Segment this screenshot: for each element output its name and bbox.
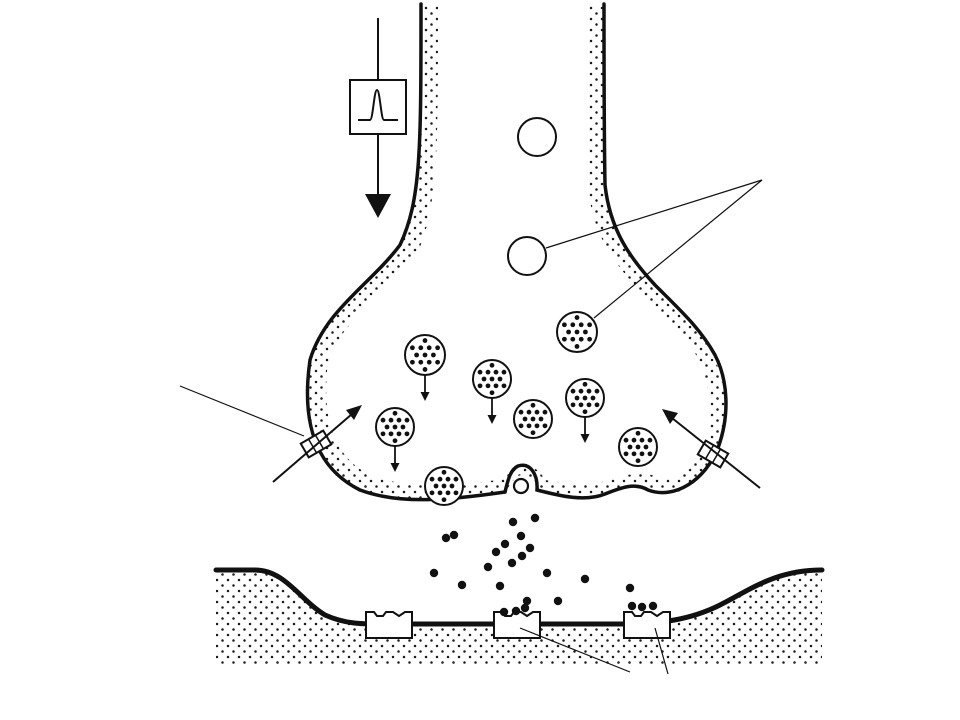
- neurotransmitter-dot-icon: [542, 568, 552, 578]
- action-potential-indicator: [349, 18, 407, 218]
- arrow-down-icon: [390, 463, 400, 472]
- vesicle-icon: [375, 407, 415, 447]
- calcium-channels: [272, 405, 761, 489]
- action-potential-box: [349, 79, 407, 135]
- neurotransmitter-dot-icon: [449, 530, 459, 540]
- leader-line: [519, 627, 631, 673]
- vesicle-icon: [565, 378, 605, 418]
- neurotransmitter-dot-icon: [625, 583, 635, 593]
- neurotransmitter-dot-icon: [648, 601, 658, 611]
- neurotransmitter-dot-icon: [516, 531, 526, 541]
- neurotransmitter-dot-icon: [457, 580, 467, 590]
- neurotransmitter-dot-icon: [507, 558, 517, 568]
- vesicle-icon: [404, 334, 446, 376]
- neurotransmitter-dot-icon: [495, 581, 505, 591]
- postsynaptic-membrane: [213, 567, 825, 666]
- receptor-icon: [493, 611, 541, 639]
- postsynaptic-receptors: [365, 611, 671, 639]
- neurotransmitter-dot-icon: [520, 603, 530, 613]
- arrow-down-icon: [487, 415, 497, 424]
- neurotransmitter-dot-icon: [553, 596, 563, 606]
- fusion-pore: [512, 477, 530, 495]
- neurotransmitter-dot-icon: [511, 606, 521, 616]
- arrow-down-icon: [420, 392, 430, 401]
- vesicle-icon: [513, 399, 553, 439]
- empty-vesicles: [507, 117, 557, 276]
- action-potential-icon: [358, 88, 398, 121]
- neurotransmitter-dot-icon: [508, 517, 518, 527]
- leader-line: [654, 627, 669, 675]
- vesicle-icon: [472, 359, 512, 399]
- leader-lines: [179, 179, 763, 675]
- postsynaptic-membrane-line: [213, 567, 825, 627]
- receptor-icon: [623, 611, 671, 639]
- vesicle-icon: [424, 466, 464, 506]
- neurotransmitter-dot-icon: [429, 568, 439, 578]
- neurotransmitter-dot-icon: [499, 607, 509, 617]
- arrow-head-icon: [662, 409, 678, 424]
- neurotransmitter-dot-icon: [517, 551, 527, 561]
- leader-line: [545, 179, 763, 249]
- neurotransmitter-dot-icon: [530, 513, 540, 523]
- empty-vesicle-icon: [507, 236, 547, 276]
- calcium-influx-arrow-right: [671, 417, 761, 489]
- arrow-down-icon: [365, 194, 391, 218]
- leader-line: [593, 179, 763, 319]
- vesicle-icon: [556, 311, 598, 353]
- arrow-down-icon: [580, 434, 590, 443]
- neurotransmitter-dot-icon: [522, 596, 532, 606]
- neurotransmitter-dot-icon: [441, 533, 451, 543]
- leader-line: [179, 385, 305, 437]
- receptor-icon: [365, 611, 413, 639]
- axon-membrane-left: [305, 2, 507, 502]
- postsynaptic-stipple: [216, 570, 822, 666]
- neurotransmitter-dot-icon: [500, 539, 510, 549]
- neurotransmitter-dot-icon: [491, 547, 501, 557]
- neurotransmitter-dot-icon: [627, 601, 637, 611]
- neurotransmitter-dot-icon: [483, 562, 493, 572]
- neurotransmitter-molecules: [429, 513, 658, 617]
- arrow-head-icon: [346, 405, 362, 420]
- synaptic-vesicles: [375, 311, 658, 506]
- empty-vesicle-icon: [517, 117, 557, 157]
- neurotransmitter-dot-icon: [637, 602, 647, 612]
- neurotransmitter-dot-icon: [525, 543, 535, 553]
- vesicle-icon: [618, 427, 658, 467]
- calcium-influx-arrow-left: [272, 413, 353, 483]
- neurotransmitter-dot-icon: [580, 574, 590, 584]
